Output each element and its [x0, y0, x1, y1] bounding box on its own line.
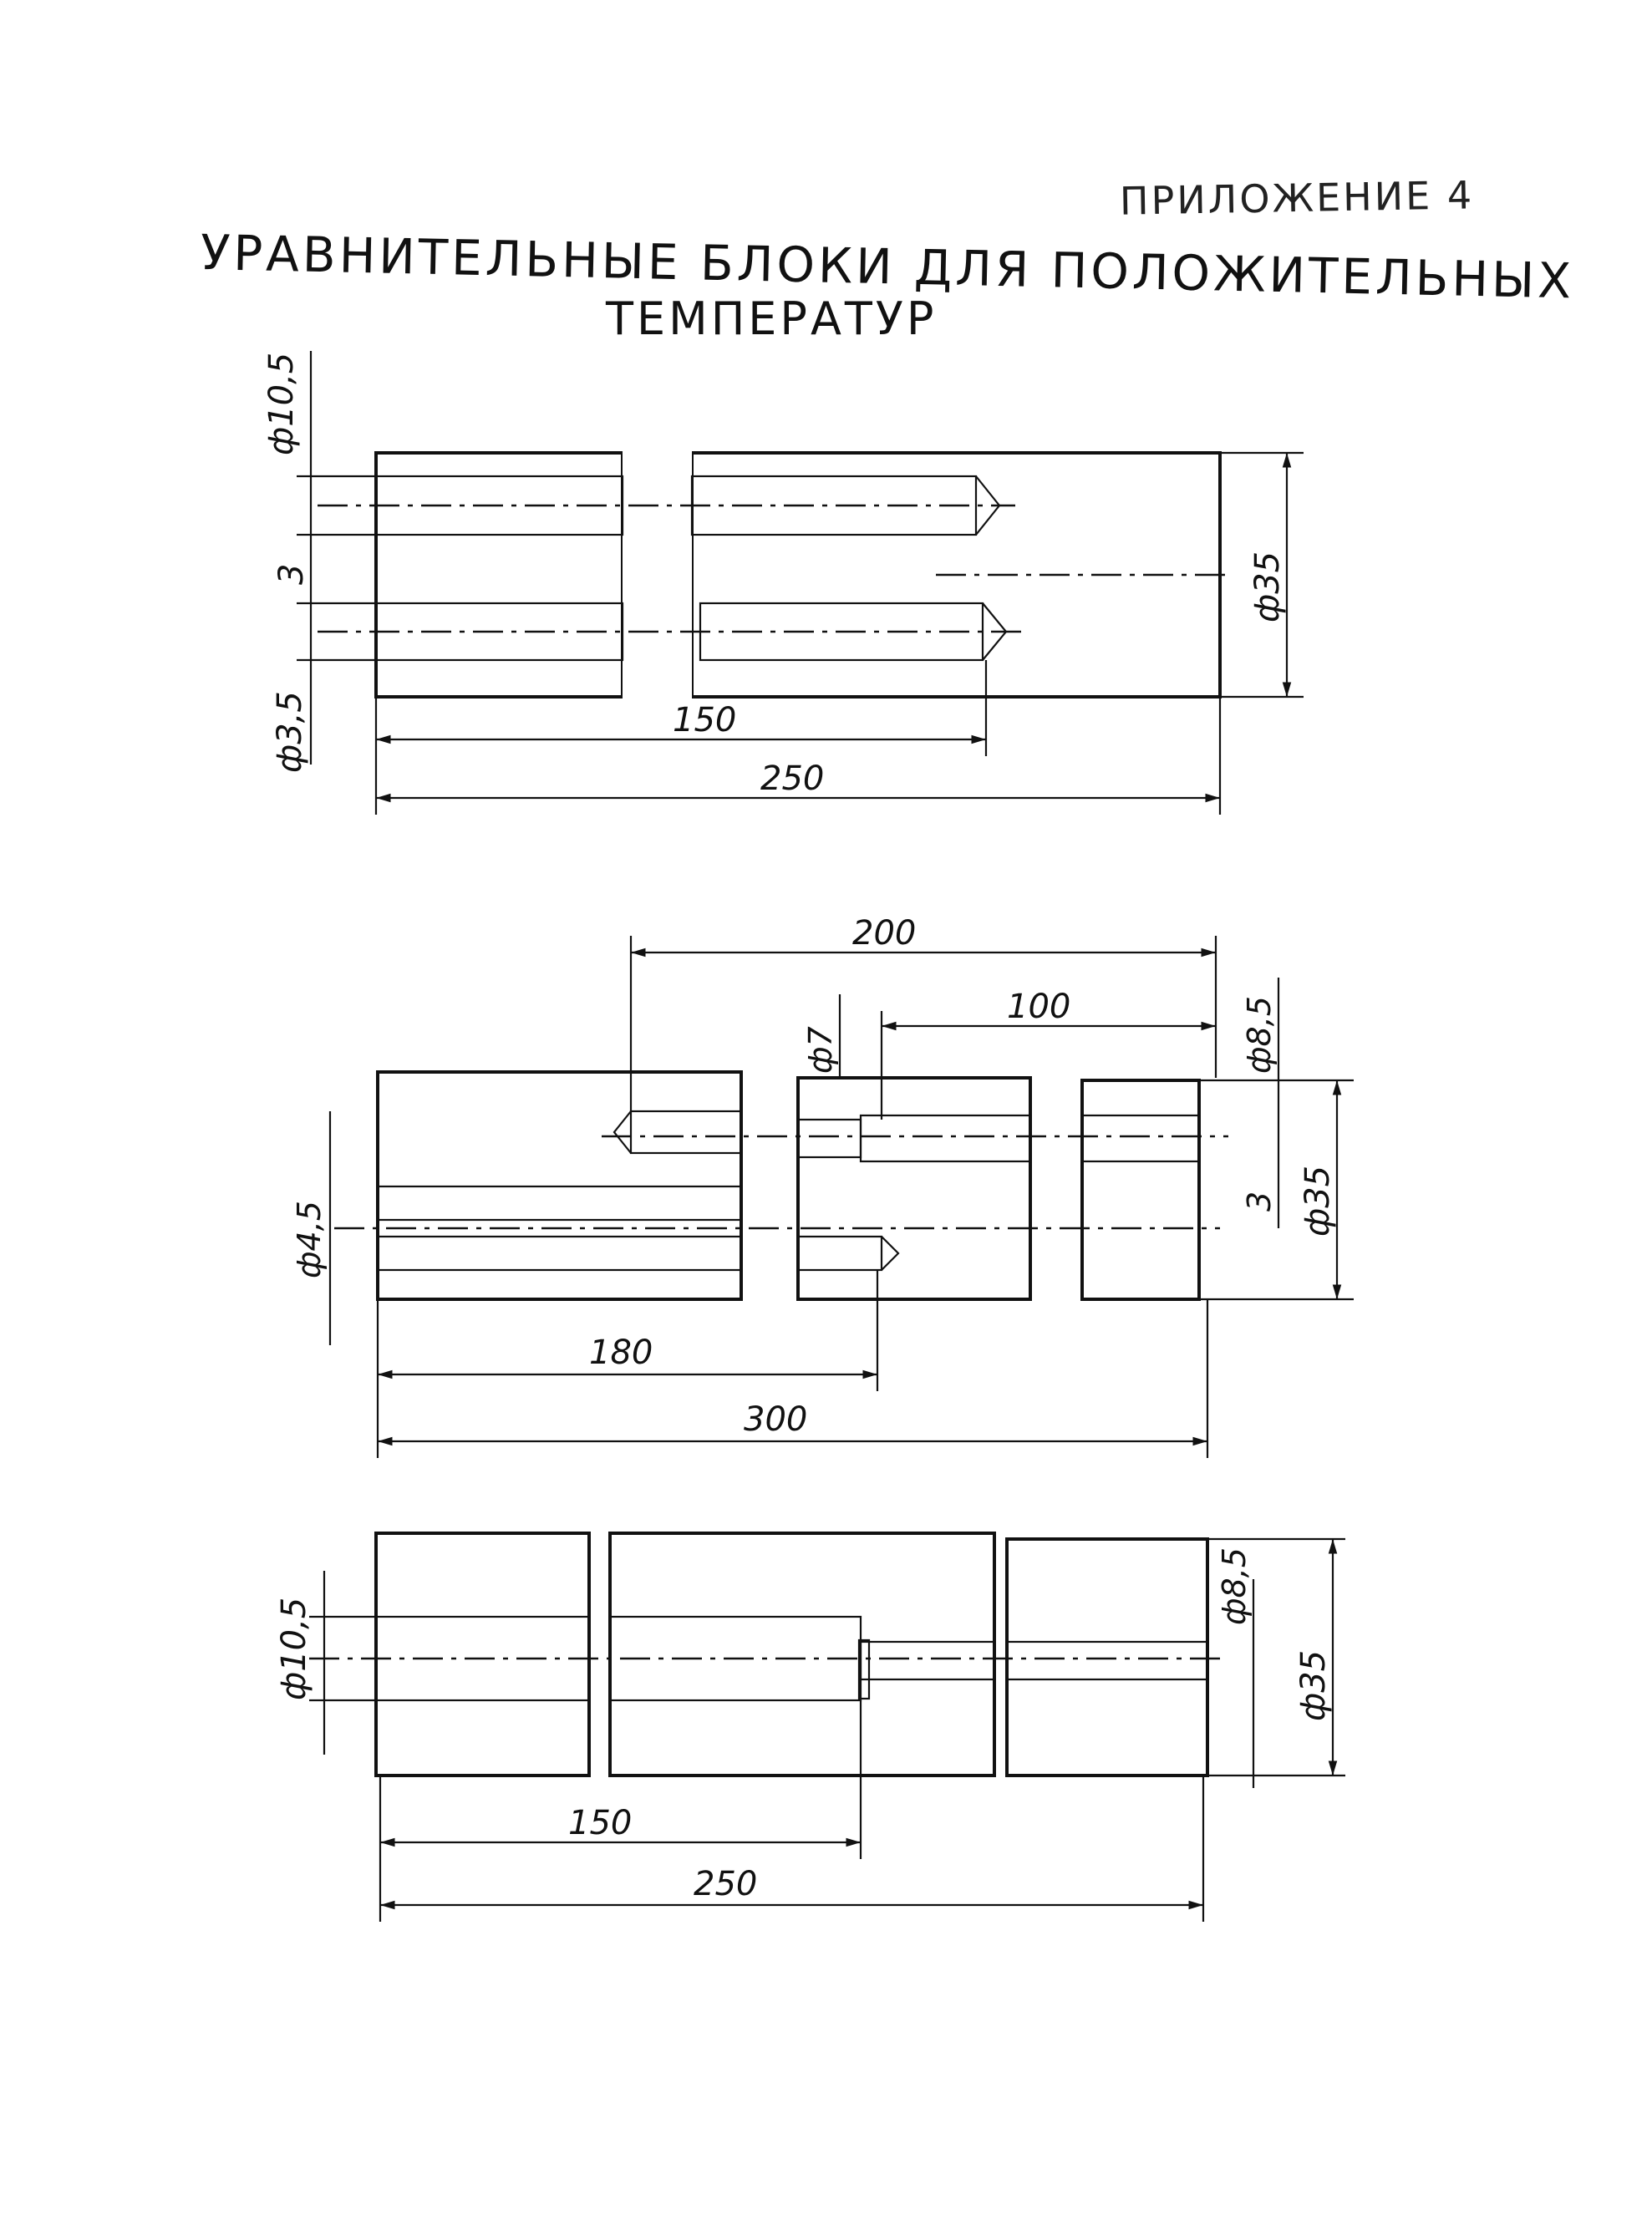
- block3-dim-inner: 150: [568, 1804, 632, 1842]
- block2-dim-top: 200: [852, 914, 916, 953]
- block3-dim-left: ф10,5: [275, 1598, 313, 1700]
- block1-dim-total: 250: [760, 760, 824, 798]
- block-1: ф10,5 3 ф3,5 ф35 150 250: [262, 351, 1304, 815]
- block3-right-section: [1005, 1537, 1209, 1777]
- block1-dim-left-bottom: ф3,5: [271, 691, 309, 773]
- block2-dim-inner: 180: [589, 1334, 653, 1372]
- block1-dim-inner: 150: [673, 701, 736, 739]
- block2-dim-hole: ф7: [802, 1026, 839, 1074]
- block2-right-section: [1080, 1079, 1201, 1301]
- block2-middle-section: [796, 1076, 1032, 1301]
- block3-dim-right: ф35: [1294, 1650, 1333, 1721]
- block3-dim-right-top: ф8,5: [1216, 1547, 1253, 1625]
- block2-dim-right: ф35: [1299, 1166, 1337, 1237]
- drawing-subtitle: ТЕМПЕРАТУР: [606, 292, 938, 345]
- block-3: ф10,5 ф8,5 ф35 150 250: [275, 1532, 1345, 1922]
- block2-dim-left: ф4,5: [291, 1201, 328, 1278]
- block2-dim-right-top: ф8,5: [1241, 996, 1278, 1074]
- block2-dim-total: 300: [744, 1400, 807, 1439]
- block3-left-section: [374, 1532, 591, 1777]
- block2-dim-right-mid: 3: [1241, 1191, 1278, 1212]
- block3-middle-section: [608, 1532, 996, 1777]
- block1-dim-left-top: ф10,5: [262, 353, 301, 455]
- block1-dim-left-mid: 3: [272, 564, 311, 585]
- block1-dim-right: ф35: [1248, 551, 1287, 622]
- block2-dim-inner-top: 100: [1007, 988, 1070, 1026]
- block-2: 200 100 ф7 ф8,5 3 ф35 ф4,5 180 300: [291, 914, 1354, 1458]
- block3-dim-total: 250: [694, 1865, 757, 1903]
